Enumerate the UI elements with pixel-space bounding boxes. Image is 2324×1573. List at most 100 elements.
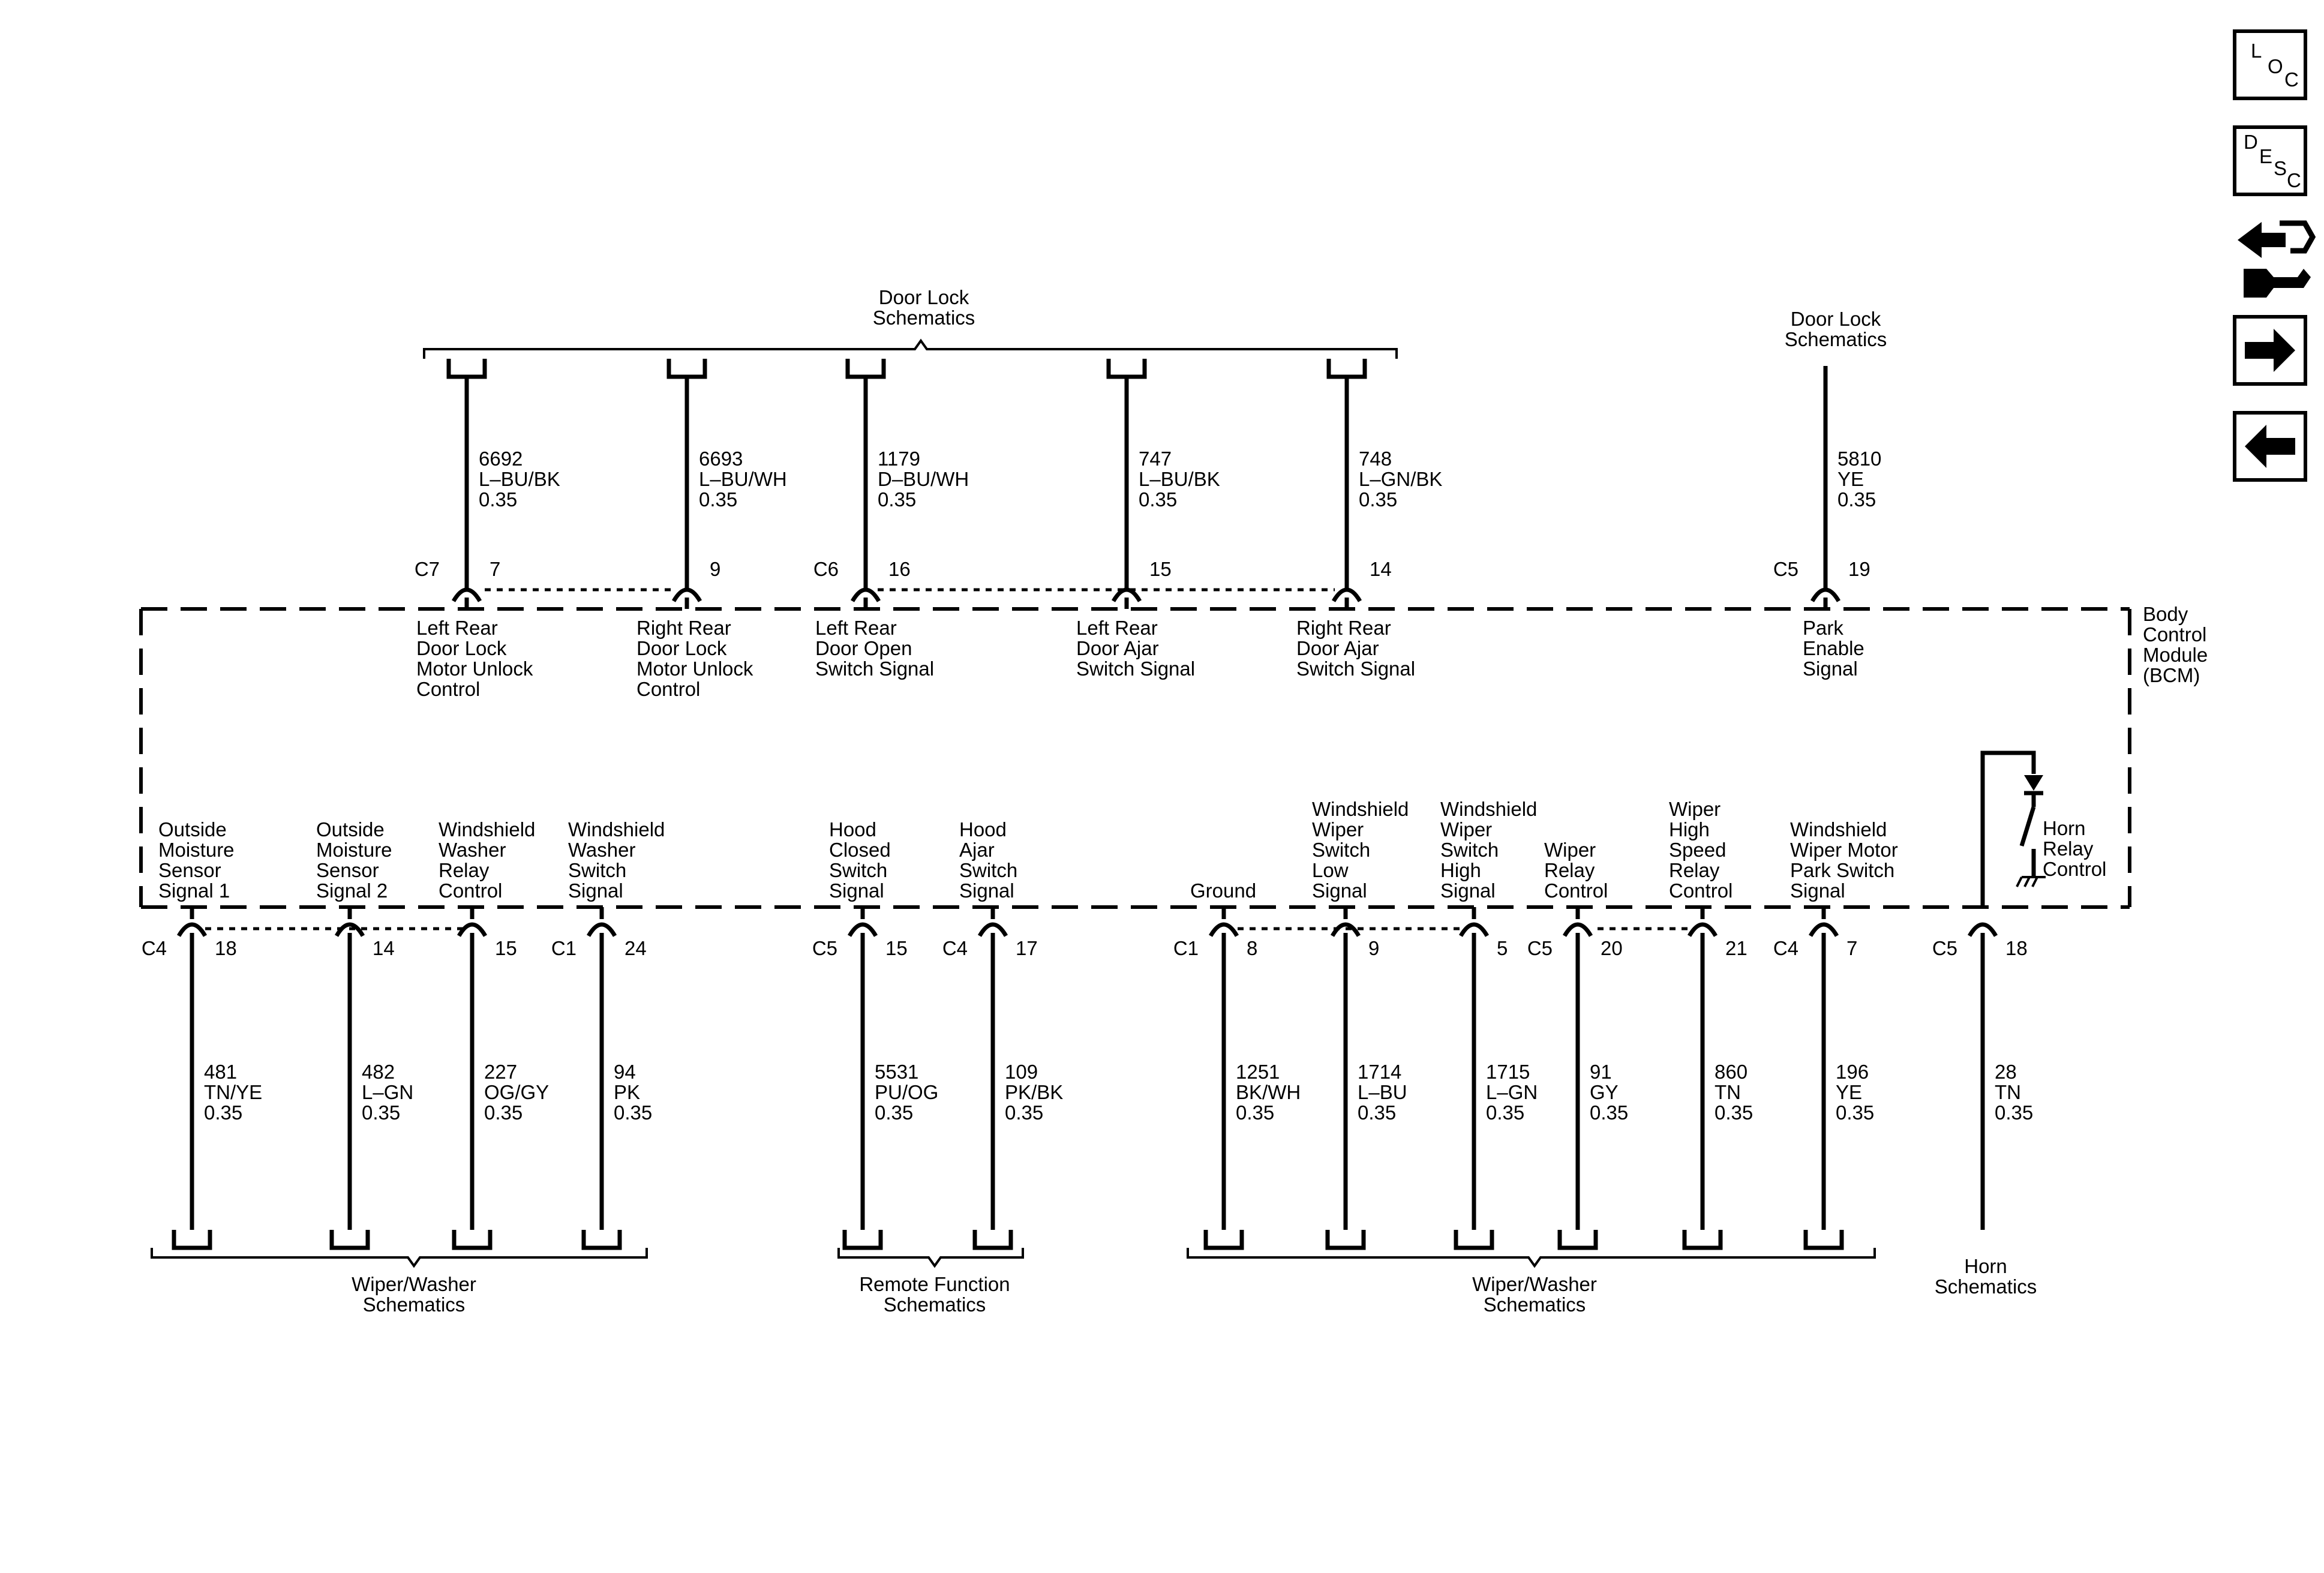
terminal (329, 1230, 370, 1250)
bottom-circuit: 482L–GN0.3514OutsideMoistureSensorSignal… (316, 818, 413, 1250)
pin-contact (1330, 922, 1361, 937)
signal-label: Relay (1544, 859, 1595, 881)
signal-label: Park Switch (1790, 859, 1894, 881)
pin-number: 8 (1247, 937, 1257, 959)
terminal (1106, 359, 1147, 379)
wire-size: 0.35 (1590, 1101, 1628, 1124)
bottom-group-label: Schematics (363, 1293, 466, 1316)
connector-dotted-links (205, 588, 1694, 930)
wire-circuit-number: 196 (1836, 1061, 1869, 1083)
wire-color: PU/OG (875, 1081, 938, 1103)
next-page-button[interactable] (2233, 315, 2307, 386)
signal-label: Signal (1312, 879, 1367, 902)
signal-label: Windshield (439, 818, 535, 840)
terminal (972, 1230, 1013, 1250)
wire-size: 0.35 (875, 1101, 913, 1124)
previous-page-button[interactable] (2233, 411, 2307, 482)
connector-id: C4 (942, 937, 968, 959)
bottom-group-label: Schematics (1935, 1275, 2037, 1298)
signal-label: Switch (829, 859, 887, 881)
wire-size: 0.35 (1236, 1101, 1274, 1124)
wire-color: GY (1590, 1081, 1619, 1103)
signal-label: Signal (568, 879, 623, 902)
wire-color: YE (1837, 468, 1864, 490)
pin-contact (451, 587, 482, 602)
wire-size: 0.35 (1358, 1101, 1396, 1124)
terminal (1557, 1230, 1598, 1250)
signal-label: Park (1803, 617, 1843, 639)
signal-label: Signal 2 (316, 879, 388, 902)
bottom-circuit: 1715L–GN0.355WindshieldWiperSwitchHighSi… (1440, 798, 1538, 1250)
pin-number: 9 (710, 558, 720, 580)
pin-contact (847, 922, 878, 937)
desc-icon: C (2287, 169, 2301, 191)
bottom-group-label: Wiper/Washer (352, 1273, 476, 1295)
wire-size: 0.35 (1995, 1101, 2033, 1124)
connector-id: C5 (1773, 558, 1798, 580)
module-label-line: Control (2143, 623, 2206, 646)
wire-color: YE (1836, 1081, 1862, 1103)
terminal (666, 359, 707, 379)
wire-circuit-number: 1714 (1358, 1061, 1401, 1083)
connector-id: C7 (415, 558, 440, 580)
connector-view-button[interactable] (2238, 220, 2316, 298)
pin-contact (457, 922, 488, 937)
terminal (581, 1230, 622, 1250)
top-group-label: Schematics (873, 307, 975, 329)
bottom-circuit: 1714L–BU0.359WindshieldWiperSwitchLowSig… (1312, 798, 1409, 1250)
wire-circuit-number: 91 (1590, 1061, 1612, 1083)
pin-number: 14 (373, 937, 395, 959)
signal-label: Sensor (158, 859, 221, 881)
wire-circuit-number: 481 (204, 1061, 237, 1083)
top-group-label: Door Lock (879, 286, 969, 308)
wire-circuit-number: 94 (614, 1061, 636, 1083)
connector-icon (2238, 220, 2316, 298)
pin-number: 15 (885, 937, 908, 959)
loc-button[interactable]: L O C (2233, 29, 2307, 100)
desc-button[interactable]: D E S C (2233, 125, 2307, 196)
wire-color: L–BU/WH (699, 468, 787, 490)
pin-contact (1687, 922, 1718, 937)
desc-icon: S (2274, 157, 2287, 179)
signal-label: Sensor (316, 859, 379, 881)
signal-label: Left Rear (416, 617, 498, 639)
module-label-line: Body (2143, 603, 2188, 625)
wire-circuit-number: 1251 (1236, 1061, 1280, 1083)
signal-label: Left Rear (1076, 617, 1158, 639)
terminal (1203, 1230, 1244, 1250)
wire-size: 0.35 (1359, 488, 1397, 511)
wire-size: 0.35 (479, 488, 517, 511)
pin-contact (1458, 922, 1490, 937)
signal-label: Relay (439, 859, 490, 881)
wire-color: L–GN/BK (1359, 468, 1442, 490)
signal-label: Motor Unlock (636, 658, 753, 680)
pin-contact (1967, 922, 1998, 937)
wire-circuit-number: 1715 (1486, 1061, 1530, 1083)
bottom-group-label: Schematics (1484, 1293, 1586, 1316)
signal-label: Switch (959, 859, 1017, 881)
wire-size: 0.35 (1139, 488, 1177, 511)
signal-label: Left Rear (815, 617, 897, 639)
terminal (446, 359, 487, 379)
signal-label: Right Rear (636, 617, 731, 639)
wire-color: BK/WH (1236, 1081, 1301, 1103)
signal-label: Outside (158, 818, 227, 840)
signal-label: Switch Signal (1296, 658, 1415, 680)
signal-label: Signal (959, 879, 1014, 902)
bottom-group-label: Schematics (884, 1293, 986, 1316)
terminal (452, 1230, 493, 1250)
wire-circuit-number: 5810 (1837, 448, 1881, 470)
top-group-bracket: Door Lock Schematics (423, 286, 1398, 359)
pin-contact (850, 587, 881, 602)
signal-label: Low (1312, 859, 1349, 881)
pin-number: 19 (1848, 558, 1870, 580)
